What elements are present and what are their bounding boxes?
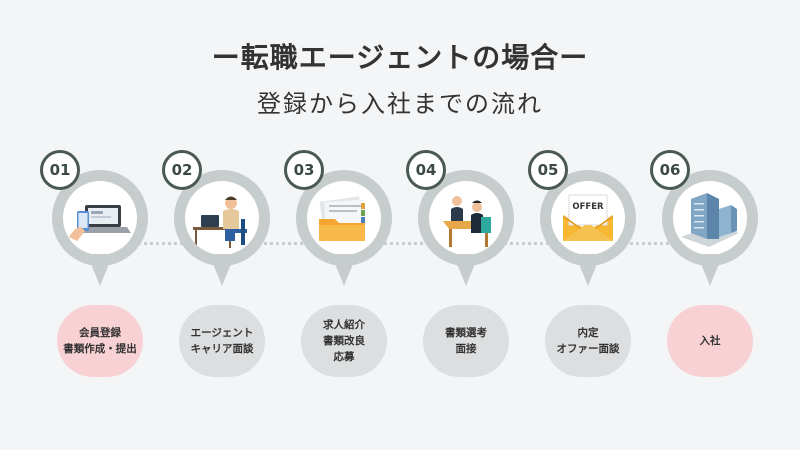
offer-envelope-icon: OFFER [563,194,613,241]
step-label-line: 内定 [577,327,599,339]
step-5: OFFER 05 内定 オファー面談 [528,150,648,390]
step-2: 02 エージェント キャリア面談 [162,150,282,390]
step-pin [52,170,148,286]
phone-laptop-icon [69,205,131,241]
step-number: 06 [650,150,690,190]
step-label-line: 求人紹介 [323,319,365,331]
step-label-line: 書類改良 [323,335,365,347]
step-number: 05 [528,150,568,190]
step-label: 内定 オファー面談 [545,305,631,377]
step-number: 04 [406,150,446,190]
step-number: 01 [40,150,80,190]
step-number: 02 [162,150,202,190]
offer-text: OFFER [572,202,604,212]
step-label: エージェント キャリア面談 [179,305,265,377]
step-label-line: 面接 [455,343,477,355]
step-label-line: 入社 [699,335,721,347]
step-4: 04 書類選考 面接 [406,150,526,390]
step-label: 求人紹介 書類改良 応募 [301,305,387,377]
step-pin [662,170,758,286]
step-label-line: 応募 [333,351,355,363]
step-pin [418,170,514,286]
step-6: 06 入社 [650,150,770,390]
step-label-line: 会員登録 [79,327,121,339]
step-label-line: オファー面談 [556,343,620,355]
step-label-line: キャリア面談 [190,343,254,355]
step-label-line: エージェント [190,327,254,339]
step-pin [296,170,392,286]
step-number: 03 [284,150,324,190]
office-building-icon [681,193,739,247]
documents-folder-icon [319,196,366,241]
step-label: 会員登録 書類作成・提出 [57,305,143,377]
step-3: 03 求人紹介 書類改良 応募 [284,150,404,390]
page-subtitle: 登録から入社までの流れ [257,90,543,118]
step-label-line: 書類選考 [445,327,487,339]
step-label: 書類選考 面接 [423,305,509,377]
page-title: ー転職エージェントの場合ー [211,41,589,74]
person-at-desk-icon [193,196,247,248]
step-label: 入社 [667,305,753,377]
step-1: 01 会員登録 書類作成・提出 [40,150,160,390]
interview-icon [443,196,491,247]
step-label-line: 書類作成・提出 [63,343,137,355]
dotted-connector [95,242,705,245]
